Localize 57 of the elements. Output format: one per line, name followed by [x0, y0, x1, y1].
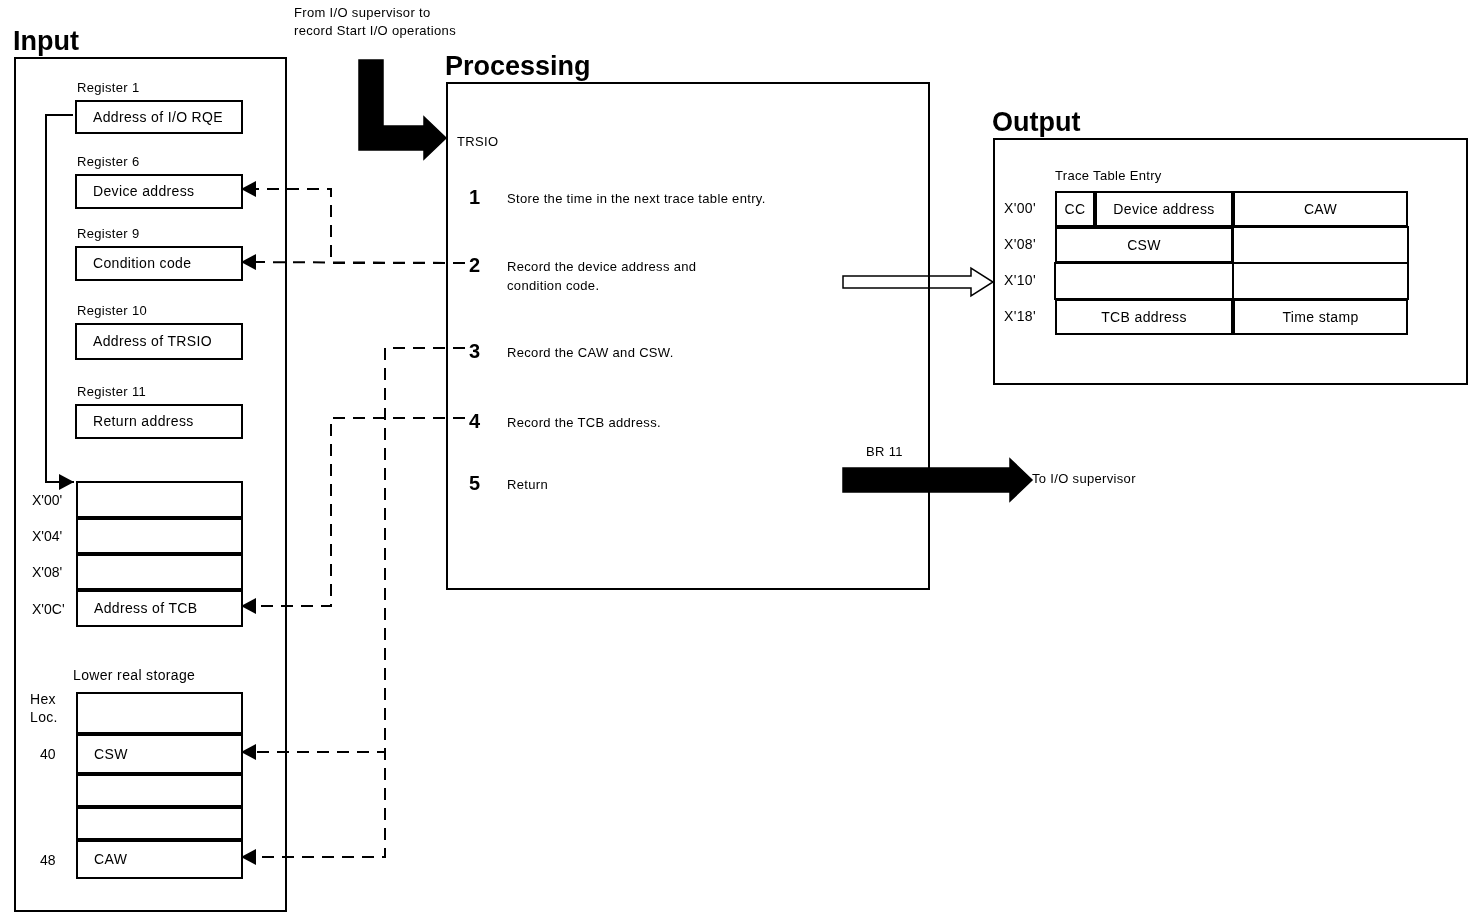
field-text: Return address	[93, 412, 194, 431]
offset-label: 48	[40, 850, 56, 869]
storage-cell	[76, 692, 243, 734]
step-number: 3	[469, 339, 481, 364]
register-label: Register 1	[77, 79, 140, 97]
caption-text: Lower real storage	[73, 666, 197, 684]
table-cell: Time stamp	[1233, 299, 1408, 335]
step-number: 5	[469, 471, 481, 496]
register-label: Register 6	[77, 153, 140, 171]
caption-text: Hex Loc.	[30, 690, 59, 727]
storage-cell	[76, 807, 243, 840]
panel-label: TRSIO	[457, 133, 499, 151]
register-label: Register 10	[77, 302, 148, 320]
step-number: 2	[469, 253, 481, 278]
step-text: Record the device address and condition code.	[507, 258, 698, 295]
flow-arrow	[842, 266, 995, 298]
flow-arrow	[358, 59, 448, 161]
offset-label: 40	[40, 744, 56, 764]
offset-label: X'0C'	[32, 599, 65, 618]
offset-label: X'18'	[1004, 307, 1037, 325]
table-cell: TCB address	[1055, 299, 1233, 335]
field-text: Address of I/O RQE	[93, 107, 223, 127]
panel-label: Trace Table Entry	[1055, 167, 1162, 185]
field-text: CAW	[94, 850, 128, 869]
field-text: Condition code	[93, 254, 192, 273]
section-heading: Input	[13, 25, 79, 58]
storage-cell	[76, 774, 243, 807]
step-text: Store the time in the next trace table entry.	[507, 190, 767, 208]
field-text: Address of TCB	[94, 599, 198, 618]
section-heading: Processing	[445, 50, 591, 83]
register-label: Register 11	[77, 383, 147, 401]
offset-label: X'04'	[32, 526, 63, 546]
offset-label: X'08'	[1004, 235, 1037, 253]
field-text: Address of TRSIO	[93, 332, 212, 351]
table-cell: CC	[1055, 191, 1095, 227]
section-heading: Output	[992, 106, 1081, 139]
table-cell: CAW	[1233, 191, 1408, 227]
flow-arrow	[842, 457, 1034, 503]
dashed-arrow	[240, 254, 466, 271]
step-text: Record the TCB address.	[507, 414, 662, 432]
table-cell: CSW	[1055, 227, 1233, 263]
table-cell: Device address	[1095, 191, 1233, 227]
dashed-arrow	[240, 347, 466, 865]
dashed-arrow	[240, 417, 466, 614]
step-number: 4	[469, 409, 481, 434]
note-text: To I/O supervisor	[1032, 470, 1182, 490]
offset-label: X'00'	[32, 490, 63, 509]
offset-label: X'10'	[1004, 271, 1037, 289]
offset-label: X'00'	[1004, 199, 1037, 217]
field-text: Device address	[93, 182, 195, 201]
step-text: Record the CAW and CSW.	[507, 344, 675, 362]
offset-label: X'08'	[32, 562, 63, 582]
arrow	[45, 114, 75, 490]
register-label: Register 9	[77, 225, 140, 243]
step-number: 1	[469, 185, 481, 210]
step-text: Return	[507, 476, 549, 494]
field-text: CSW	[94, 744, 128, 764]
